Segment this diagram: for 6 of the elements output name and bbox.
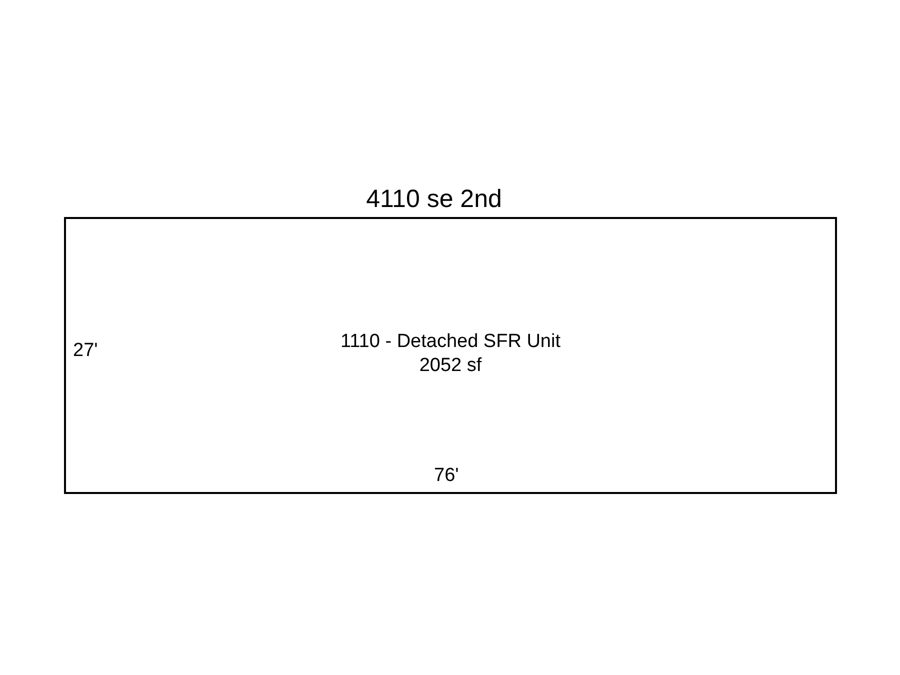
building-outline [64,217,837,494]
unit-label: 1110 - Detached SFR Unit [340,330,560,354]
plan-title: 4110 se 2nd [365,185,503,214]
dimension-label: 27' [73,340,98,362]
dimension-label: 76' [434,465,459,487]
area-label: 2052 sf [419,354,482,378]
